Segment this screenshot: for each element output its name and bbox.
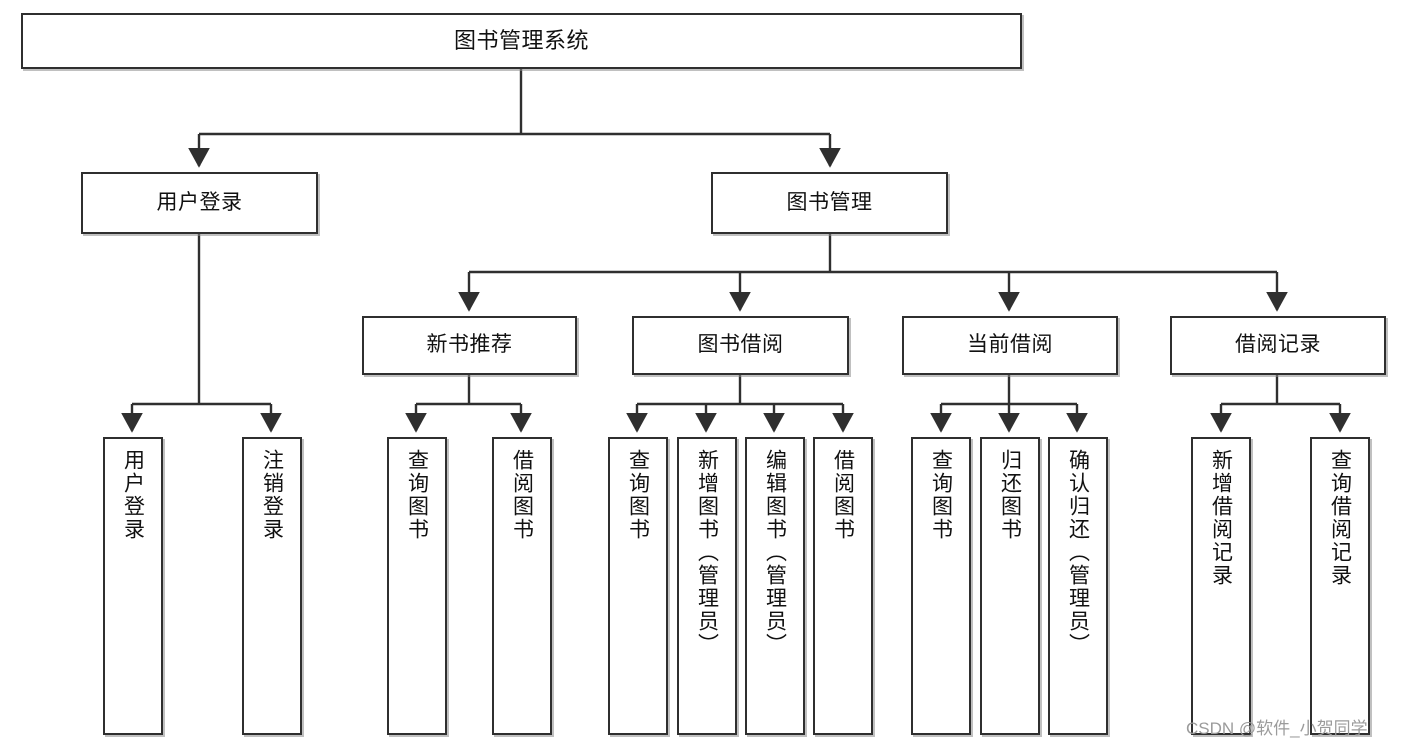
- leaf-borrow-edit-book-admin[interactable]: 编辑图书（管理员）: [745, 437, 805, 735]
- leaf-user-login-signin[interactable]: 用户登录: [103, 437, 163, 735]
- node-label: 借阅记录: [1235, 333, 1321, 357]
- node-borrow-record[interactable]: 借阅记录: [1170, 316, 1386, 375]
- node-label: 编辑图书（管理员）: [763, 449, 787, 656]
- node-label: 当前借阅: [967, 333, 1053, 357]
- node-book-borrow[interactable]: 图书借阅: [632, 316, 849, 375]
- node-new-book-recommend[interactable]: 新书推荐: [362, 316, 577, 375]
- leaf-record-query-record[interactable]: 查询借阅记录: [1310, 437, 1370, 735]
- node-label: 图书管理: [786, 190, 873, 214]
- node-label: 借阅图书: [510, 449, 534, 541]
- node-label: 图书借阅: [697, 333, 784, 357]
- node-label: 注销登录: [260, 449, 284, 541]
- leaf-borrow-add-book-admin[interactable]: 新增图书（管理员）: [677, 437, 737, 735]
- node-label: 新增借阅记录: [1209, 449, 1233, 587]
- watermark-text: CSDN @软件_小贺同学: [1186, 719, 1368, 738]
- node-current-borrow[interactable]: 当前借阅: [902, 316, 1118, 375]
- node-label: 用户登录: [156, 190, 243, 214]
- node-label: 借阅图书: [831, 449, 855, 541]
- node-label: 归还图书: [998, 449, 1022, 541]
- node-label: 查询图书: [626, 449, 650, 541]
- leaf-current-confirm-return-admin[interactable]: 确认归还（管理员）: [1048, 437, 1108, 735]
- node-label: 查询图书: [405, 449, 429, 541]
- leaf-current-return-book[interactable]: 归还图书: [980, 437, 1040, 735]
- leaf-new-book-query[interactable]: 查询图书: [387, 437, 447, 735]
- node-root-book-management-system[interactable]: 图书管理系统: [21, 13, 1022, 69]
- leaf-current-query-book[interactable]: 查询图书: [911, 437, 971, 735]
- leaf-user-login-signout[interactable]: 注销登录: [242, 437, 302, 735]
- node-label: 新增图书（管理员）: [695, 449, 719, 656]
- node-label: 用户登录: [121, 449, 145, 541]
- leaf-new-book-borrow[interactable]: 借阅图书: [492, 437, 552, 735]
- leaf-borrow-query-book[interactable]: 查询图书: [608, 437, 668, 735]
- node-book-management[interactable]: 图书管理: [711, 172, 948, 234]
- node-label: 确认归还（管理员）: [1066, 449, 1090, 656]
- node-label: 图书管理系统: [453, 28, 589, 54]
- node-user-login[interactable]: 用户登录: [81, 172, 318, 234]
- leaf-record-add-record[interactable]: 新增借阅记录: [1191, 437, 1251, 735]
- node-label: 查询借阅记录: [1328, 449, 1352, 587]
- leaf-borrow-borrow-book[interactable]: 借阅图书: [813, 437, 873, 735]
- node-label: 新书推荐: [426, 333, 513, 357]
- node-label: 查询图书: [929, 449, 953, 541]
